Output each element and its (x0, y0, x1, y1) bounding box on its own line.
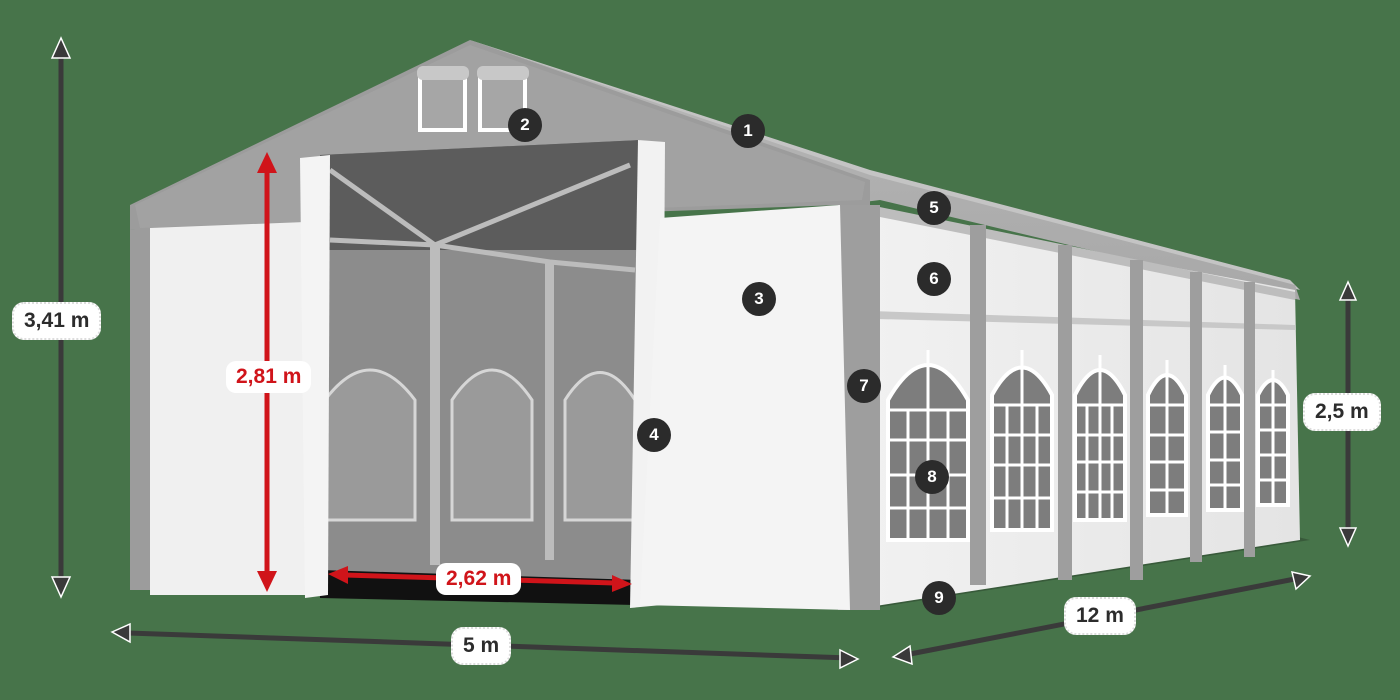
marker-9[interactable]: 9 (922, 581, 956, 615)
total-height-label: 3,41 m (12, 302, 102, 340)
interior-poles (430, 245, 554, 565)
left-door-curtain (300, 155, 330, 598)
marker-6[interactable]: 6 (917, 262, 951, 296)
marker-2[interactable]: 2 (508, 108, 542, 142)
length-label: 12 m (1064, 597, 1136, 635)
marker-7[interactable]: 7 (847, 369, 881, 403)
door-height-label: 2,81 m (226, 361, 312, 393)
marker-1[interactable]: 1 (731, 114, 765, 148)
door-width-label: 2,62 m (436, 563, 522, 595)
interior-windows (323, 368, 637, 522)
gable-window-rolls (417, 66, 529, 80)
front-right-panel (640, 205, 850, 610)
marker-8[interactable]: 8 (915, 460, 949, 494)
width-label: 5 m (451, 627, 512, 665)
marker-4[interactable]: 4 (637, 418, 671, 452)
marker-5[interactable]: 5 (917, 191, 951, 225)
side-poles (838, 205, 1255, 610)
marker-3[interactable]: 3 (742, 282, 776, 316)
front-left-panel (130, 228, 150, 590)
side-height-label: 2,5 m (1303, 393, 1381, 431)
